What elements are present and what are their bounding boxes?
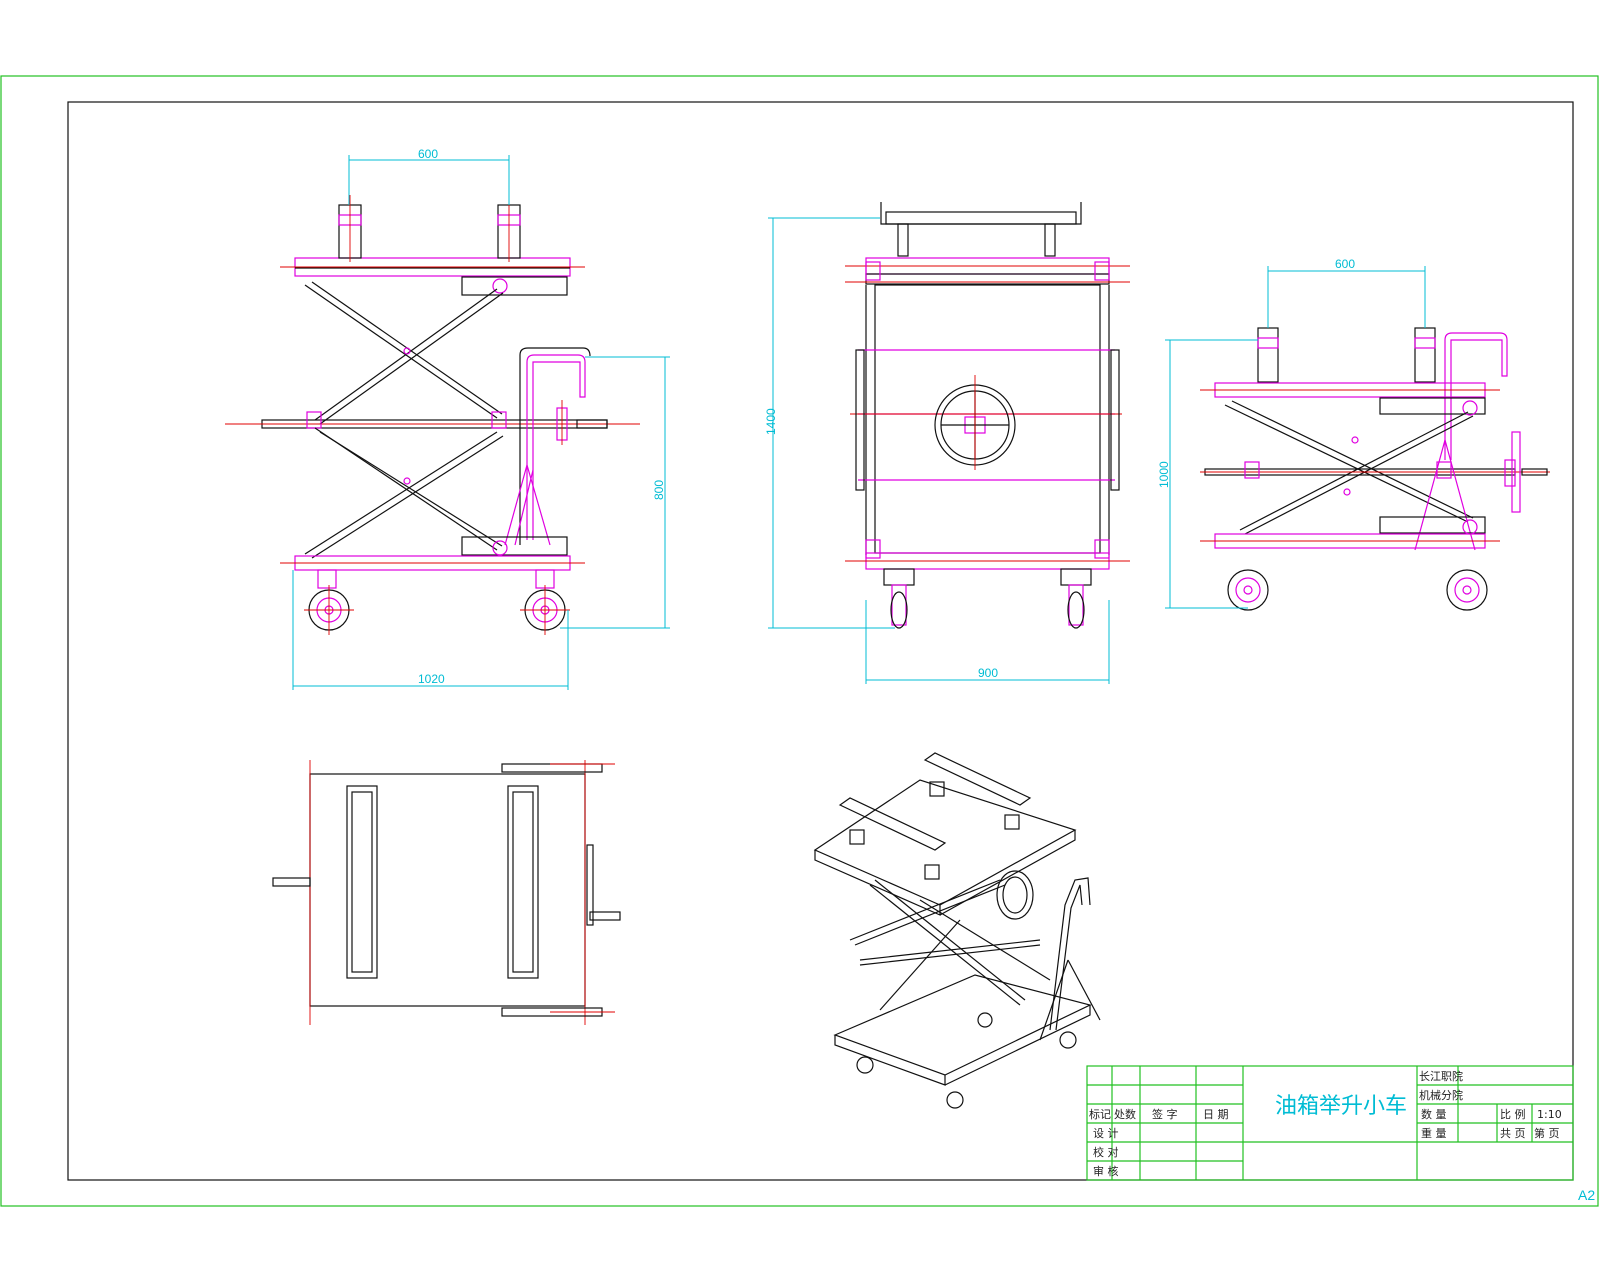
tb-cell-total-pages: 共 页	[1500, 1127, 1526, 1140]
dim-right-top-width: 600	[1335, 257, 1355, 271]
tb-cell-weight: 重 量	[1421, 1126, 1447, 1140]
tb-cell-page: 第 页	[1534, 1126, 1560, 1140]
dim-front-height: 1400	[764, 408, 778, 435]
tb-cell-scale-label: 比 例	[1500, 1107, 1526, 1121]
dim-right-height: 1000	[1157, 461, 1171, 488]
right-view	[1165, 266, 1550, 611]
tb-cell-quantity: 数 量	[1421, 1108, 1447, 1121]
tb-cell-dept: 机械分院	[1419, 1088, 1463, 1102]
side-view	[225, 155, 670, 690]
isometric-view	[813, 752, 1101, 1109]
tb-cell-design: 设 计	[1093, 1127, 1119, 1140]
tb-cell-review: 审 核	[1093, 1164, 1119, 1178]
tb-cell-school: 长江职院	[1419, 1069, 1463, 1083]
dim-front-width: 900	[978, 666, 998, 680]
tb-cell-check: 校 对	[1093, 1145, 1119, 1159]
title-block	[1086, 1065, 1574, 1181]
sheet-size-label: A2	[1578, 1187, 1595, 1203]
top-view	[272, 760, 621, 1025]
front-view	[768, 202, 1130, 684]
tb-cell-count: 处数	[1114, 1108, 1136, 1121]
tb-cell-mark: 标记	[1089, 1107, 1111, 1121]
drawing-title: 油箱举升小车	[1275, 1094, 1407, 1119]
dim-side-top-width: 600	[418, 147, 438, 161]
tb-cell-date: 日 期	[1203, 1108, 1229, 1121]
sheet-frame	[0, 75, 1599, 1207]
dim-side-length: 1020	[418, 672, 445, 686]
tb-cell-scale-value: 1:10	[1537, 1108, 1562, 1121]
tb-cell-sign: 签 字	[1152, 1107, 1178, 1121]
dim-side-height: 800	[652, 480, 666, 500]
